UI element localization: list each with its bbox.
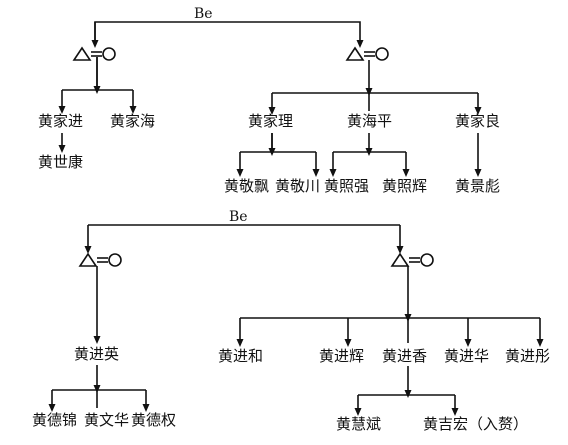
- root-label: Be: [194, 6, 213, 22]
- grandchild-label: 黄德权: [131, 411, 177, 429]
- grandchild-label: 黄世康: [38, 153, 84, 171]
- grandchild-label: 黄吉宏（入赘）: [423, 415, 529, 433]
- grandchild-label: 黄敬飘: [224, 177, 270, 195]
- grandchild-label: 黄照强: [324, 177, 370, 195]
- grandchild-label: 黄景彪: [455, 177, 501, 195]
- child-label: 黄家理: [248, 112, 294, 130]
- grandchild-label: 黄文华: [84, 411, 130, 429]
- child-label: 黄海平: [347, 112, 393, 130]
- child-label: 黄家海: [110, 112, 156, 130]
- child-label: 黄进彤: [505, 347, 551, 365]
- child-label: 黄家进: [38, 112, 84, 130]
- child-label: 黄进英: [74, 345, 120, 363]
- child-label: 黄家良: [455, 112, 501, 130]
- child-label: 黄进华: [444, 347, 490, 365]
- grandchild-label: 黄德锦: [32, 411, 78, 429]
- child-label: 黄进和: [218, 347, 264, 365]
- grandchild-label: 黄敬川: [275, 177, 321, 195]
- grandchild-label: 黄慧斌: [336, 415, 382, 433]
- grandchild-label: 黄照辉: [382, 177, 428, 195]
- root-label: Be: [229, 209, 248, 225]
- child-label: 黄进辉: [319, 347, 365, 365]
- child-label: 黄进香: [382, 347, 428, 365]
